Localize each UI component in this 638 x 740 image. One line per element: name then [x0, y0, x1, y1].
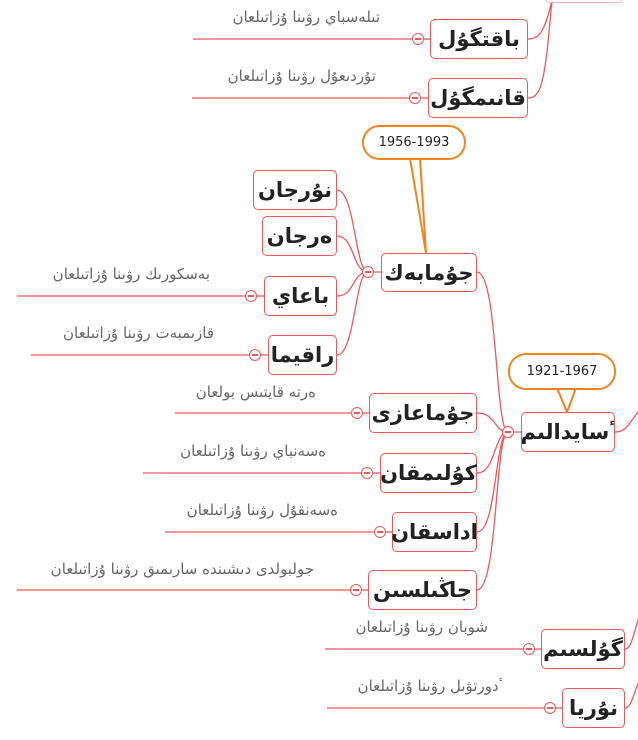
node-saydalim[interactable]: ٴسايدالىم: [521, 412, 615, 452]
collapse-toggle-jumaghazy[interactable]: [351, 407, 363, 419]
collapse-toggle-baqtgul[interactable]: [412, 33, 424, 45]
node-qanimgul[interactable]: قانىمگۇل: [428, 78, 528, 118]
note-baghai: بەسكورىك رۋىنا ۇزاتىلعان: [52, 265, 210, 283]
note-adasqan: ەسەنقۇل رۋىنا ۇزاتىلعان: [186, 501, 338, 519]
note-kulimqan: ەسەنباي رۋىنا ۇزاتىلعان: [180, 442, 326, 460]
note-qanimgul: تۇردىعۇل رۋىنا ۇزاتىلعان: [227, 67, 376, 85]
branch-baqtgul: [527, 0, 553, 40]
node-kulimqan[interactable]: كۇلىمقان: [380, 453, 477, 493]
node-janilsin[interactable]: جاڭىلسىن: [368, 570, 477, 610]
note-jumaghazy: ەرتە قايتىس بولعان: [195, 383, 316, 401]
node-baghai[interactable]: باعاي: [264, 276, 337, 316]
note-janilsin: جولبولدى دىشىندە سارىمىق رۋىنا ۇزاتىلعان: [50, 560, 314, 578]
branch-jumabek: [476, 271, 509, 433]
branch-nurjan: [336, 189, 369, 273]
callout-jumabek-years: 1956-1993: [362, 125, 466, 160]
collapse-toggle-janilsin[interactable]: [350, 584, 362, 596]
branch-nuriya: [624, 682, 638, 709]
offscreen-parent-node[interactable]: [545, 0, 623, 3]
node-erjan[interactable]: ەرجان: [262, 216, 337, 256]
collapse-toggle-gulsim[interactable]: [523, 643, 535, 655]
node-raqima[interactable]: راقيما: [268, 335, 337, 375]
collapse-toggle-baghai[interactable]: [245, 290, 257, 302]
note-raqima: قازىمبەت رۋىنا ۇزاتىلعان: [63, 324, 214, 342]
collapse-toggle-raqima[interactable]: [249, 349, 261, 361]
branch-qanimgul: [527, 0, 553, 99]
note-nuriya: ٴدورتۋىل رۋىنا ۇزاتىلعان: [357, 677, 503, 695]
branch-saydalim: [614, 411, 638, 433]
node-adasqan[interactable]: اداسقان: [391, 512, 478, 552]
collapse-toggle-nuriya[interactable]: [544, 702, 556, 714]
node-jumaghazy[interactable]: جۇماعازى: [369, 393, 477, 433]
node-gulsim[interactable]: گۇلسىم: [541, 629, 625, 669]
collapse-toggle-qanimgul[interactable]: [409, 92, 421, 104]
note-gulsim: شوبان رۋىنا ۇزاتىلعان: [355, 618, 488, 636]
callout-saydalim-years: 1921-1967: [508, 353, 616, 390]
note-baqtgul: تىلەسباي رۋىنا ۇزاتىلعان: [232, 8, 380, 26]
node-nuriya[interactable]: نۇريا: [562, 688, 625, 728]
node-nurjan[interactable]: نۇرجان: [253, 170, 337, 210]
collapse-toggle-kulimqan[interactable]: [361, 467, 373, 479]
callout-tail-jumabek: [409, 157, 427, 254]
branch-adasqan: [476, 431, 509, 533]
node-jumabek[interactable]: جۇمابەك: [381, 253, 477, 292]
collapse-toggle-adasqan[interactable]: [374, 526, 386, 538]
node-baqtgul[interactable]: باقتگۇل: [430, 19, 528, 59]
collapse-toggle-saydalim[interactable]: [502, 426, 514, 438]
branch-janilsin: [476, 431, 509, 591]
callout-tail-saydalim: [556, 387, 577, 415]
branch-gulsim: [624, 618, 638, 650]
collapse-toggle-jumabek[interactable]: [362, 266, 374, 278]
